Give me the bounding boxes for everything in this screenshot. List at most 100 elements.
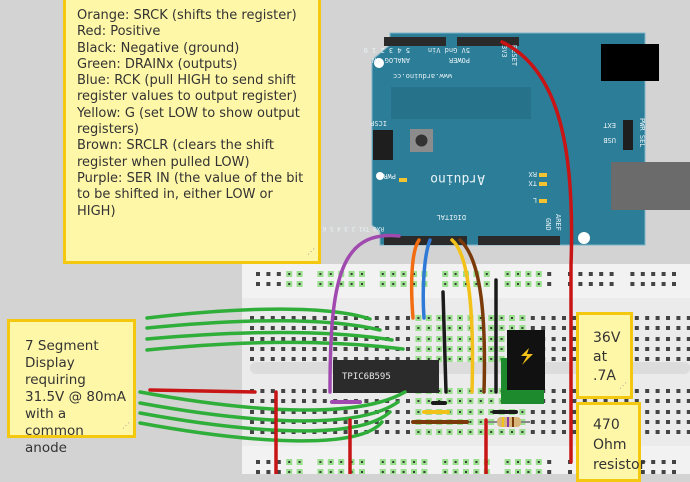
breadboard-hole[interactable] [519, 315, 526, 321]
breadboard-hole[interactable] [645, 410, 650, 414]
breadboard-hole[interactable] [281, 316, 286, 320]
breadboard-hole[interactable] [666, 316, 670, 320]
breadboard-hole[interactable] [286, 469, 293, 474]
breadboard-hole[interactable] [488, 429, 495, 435]
breadboard-hole[interactable] [260, 430, 265, 434]
breadboard-hole[interactable] [686, 430, 690, 434]
breadboard-hole[interactable] [562, 326, 566, 330]
breadboard-hole[interactable] [651, 282, 656, 286]
breadboard-hole[interactable] [270, 337, 275, 341]
breadboard-hole[interactable] [645, 347, 650, 351]
breadboard-hole[interactable] [551, 347, 556, 351]
breadboard-hole[interactable] [281, 326, 286, 330]
breadboard-hole[interactable] [661, 460, 666, 464]
breadboard-hole[interactable] [467, 429, 474, 435]
green-wire-7[interactable] [138, 410, 392, 433]
breadboard-hole[interactable] [603, 399, 608, 403]
breadboard-hole[interactable] [333, 337, 338, 341]
breadboard-hole[interactable] [666, 326, 670, 330]
breadboard-hole[interactable] [525, 281, 532, 287]
breadboard-hole[interactable] [457, 356, 463, 362]
breadboard-hole[interactable] [477, 419, 484, 425]
breadboard-hole[interactable] [291, 410, 296, 414]
breadboard-hole[interactable] [666, 389, 670, 393]
breadboard-hole[interactable] [666, 357, 670, 361]
breadboard-hole[interactable] [686, 347, 690, 351]
breadboard-hole[interactable] [312, 326, 317, 330]
breadboard-hole[interactable] [415, 398, 422, 404]
breadboard-hole[interactable] [504, 271, 511, 277]
breadboard-hole[interactable] [488, 398, 495, 404]
breadboard-hole[interactable] [250, 420, 254, 424]
breadboard-hole[interactable] [562, 337, 566, 341]
breadboard-hole[interactable] [676, 410, 681, 414]
breadboard-hole[interactable] [270, 420, 275, 424]
breadboard-hole[interactable] [333, 430, 338, 434]
breadboard-hole[interactable] [425, 429, 432, 435]
breadboard-hole[interactable] [291, 337, 296, 341]
breadboard-hole[interactable] [541, 410, 546, 414]
breadboard-hole[interactable] [312, 399, 317, 403]
breadboard-hole[interactable] [354, 316, 358, 320]
breadboard-hole[interactable] [661, 470, 666, 474]
breadboard-hole[interactable] [333, 420, 338, 424]
breadboard-hole[interactable] [562, 430, 566, 434]
breadboard-hole[interactable] [535, 469, 542, 474]
breadboard-hole[interactable] [551, 389, 556, 393]
breadboard-hole[interactable] [425, 336, 432, 342]
breadboard-hole[interactable] [312, 357, 317, 361]
breadboard-hole[interactable] [400, 281, 407, 287]
breadboard-hole[interactable] [551, 357, 556, 361]
breadboard-hole[interactable] [281, 357, 286, 361]
breadboard-hole[interactable] [374, 430, 379, 434]
breadboard-hole[interactable] [572, 399, 577, 403]
breadboard-hole[interactable] [421, 469, 428, 474]
breadboard-hole[interactable] [256, 460, 260, 464]
breadboard-hole[interactable] [260, 337, 265, 341]
breadboard-hole[interactable] [317, 281, 324, 287]
breadboard-hole[interactable] [572, 337, 577, 341]
breadboard-hole[interactable] [260, 410, 265, 414]
breadboard-hole[interactable] [672, 460, 676, 464]
breadboard-hole[interactable] [343, 420, 348, 424]
breadboard-hole[interactable] [343, 326, 348, 330]
breadboard-hole[interactable] [354, 326, 358, 330]
breadboard-hole[interactable] [338, 469, 345, 474]
breadboard-hole[interactable] [676, 326, 681, 330]
breadboard-hole[interactable] [406, 326, 410, 330]
breadboard-hole[interactable] [457, 336, 463, 342]
breadboard-hole[interactable] [446, 429, 453, 435]
breadboard-hole[interactable] [281, 347, 286, 351]
green-wire-4[interactable] [145, 340, 405, 352]
breadboard-hole[interactable] [327, 459, 334, 465]
breadboard-hole[interactable] [296, 271, 303, 277]
breadboard-hole[interactable] [395, 357, 400, 361]
breadboard-hole[interactable] [509, 429, 515, 435]
breadboard-hole[interactable] [322, 326, 327, 330]
breadboard-hole[interactable] [333, 410, 338, 414]
breadboard-hole[interactable] [411, 469, 417, 474]
breadboard-hole[interactable] [477, 346, 484, 352]
breadboard-hole[interactable] [609, 282, 614, 286]
breadboard-hole[interactable] [477, 429, 484, 435]
breadboard-hole[interactable] [374, 347, 379, 351]
resize-grip-icon[interactable]: ⋰ [307, 246, 315, 256]
breadboard-hole[interactable] [286, 281, 293, 287]
breadboard-hole[interactable] [672, 282, 676, 286]
breadboard-hole[interactable] [599, 272, 604, 276]
breadboard-hole[interactable] [624, 399, 629, 403]
breadboard-hole[interactable] [302, 389, 306, 393]
breadboard-hole[interactable] [276, 470, 281, 474]
breadboard-hole[interactable] [446, 356, 453, 362]
breadboard-hole[interactable] [250, 357, 254, 361]
breadboard-hole[interactable] [593, 399, 598, 403]
breadboard-hole[interactable] [446, 388, 453, 394]
breadboard-hole[interactable] [442, 271, 449, 277]
breadboard-hole[interactable] [260, 389, 265, 393]
breadboard-hole[interactable] [452, 271, 459, 277]
breadboard-hole[interactable] [354, 430, 358, 434]
breadboard-hole[interactable] [395, 410, 400, 414]
breadboard-hole[interactable] [385, 420, 390, 424]
breadboard-hole[interactable] [645, 337, 650, 341]
breadboard-hole[interactable] [686, 326, 690, 330]
